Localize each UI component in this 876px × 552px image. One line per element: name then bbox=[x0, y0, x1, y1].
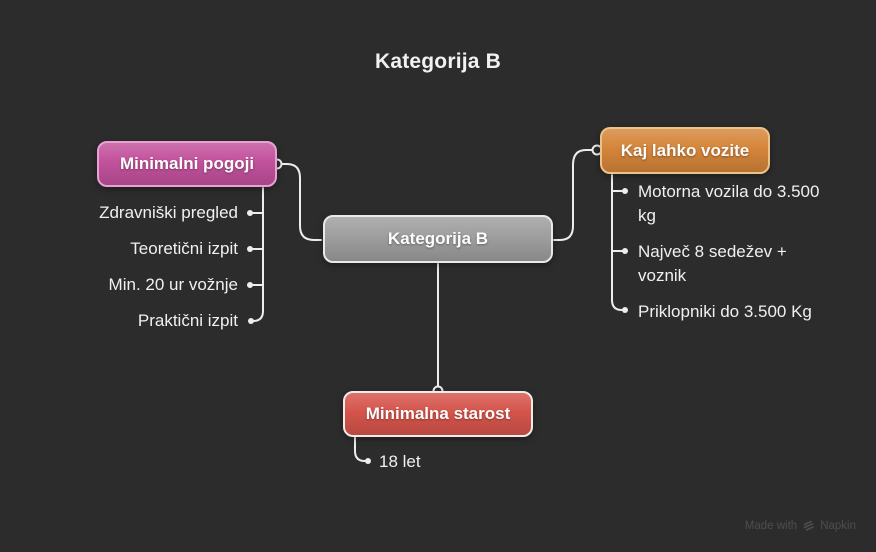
bullet-dot bbox=[622, 307, 628, 313]
node-label: Minimalni pogoji bbox=[119, 154, 255, 173]
list-item: Praktični izpit bbox=[137, 311, 238, 330]
node-minimalna-starost[interactable]: Minimalna starost bbox=[343, 391, 533, 437]
napkin-logo-icon bbox=[802, 519, 815, 532]
node-kategorija-b[interactable]: Kategorija B bbox=[323, 215, 553, 263]
list-item: Zdravniški pregled bbox=[99, 203, 238, 222]
napkin-watermark[interactable]: Made with Napkin bbox=[745, 519, 856, 532]
bullet-dot bbox=[365, 458, 371, 464]
list-item: 18 let bbox=[379, 452, 421, 471]
bullet-dot bbox=[247, 210, 253, 216]
node-label: Kategorija B bbox=[387, 229, 489, 248]
edge-right-to-center bbox=[553, 149, 598, 241]
watermark-prefix: Made with bbox=[744, 519, 798, 532]
right-branch-spine bbox=[611, 174, 623, 311]
node-kaj-lahko-vozite[interactable]: Kaj lahko vozite bbox=[600, 127, 770, 174]
node-label: Minimalna starost bbox=[365, 404, 511, 423]
bullet-dot bbox=[622, 248, 628, 254]
bottom-branch-spine bbox=[354, 436, 366, 462]
watermark-brand: Napkin bbox=[820, 519, 856, 532]
bullet-dot bbox=[247, 246, 253, 252]
node-minimalni-pogoji[interactable]: Minimalni pogoji bbox=[97, 141, 277, 187]
bullet-dot bbox=[247, 282, 253, 288]
list-item: Največ 8 sedežev + voznik bbox=[638, 242, 787, 285]
edge-left-to-center bbox=[276, 163, 322, 241]
node-label: Kaj lahko vozite bbox=[620, 140, 750, 160]
bullet-dot bbox=[248, 318, 254, 324]
list-item: Priklopniki do 3.500 Kg bbox=[638, 302, 812, 321]
page-title: Kategorija B bbox=[374, 50, 502, 73]
list-item: Teoretični izpit bbox=[130, 239, 238, 258]
bullet-dot bbox=[622, 188, 628, 194]
left-branch-spine bbox=[252, 187, 264, 322]
list-item: Motorna vozila do 3.500 kg bbox=[638, 182, 820, 225]
list-item: Min. 20 ur vožnje bbox=[108, 275, 238, 294]
